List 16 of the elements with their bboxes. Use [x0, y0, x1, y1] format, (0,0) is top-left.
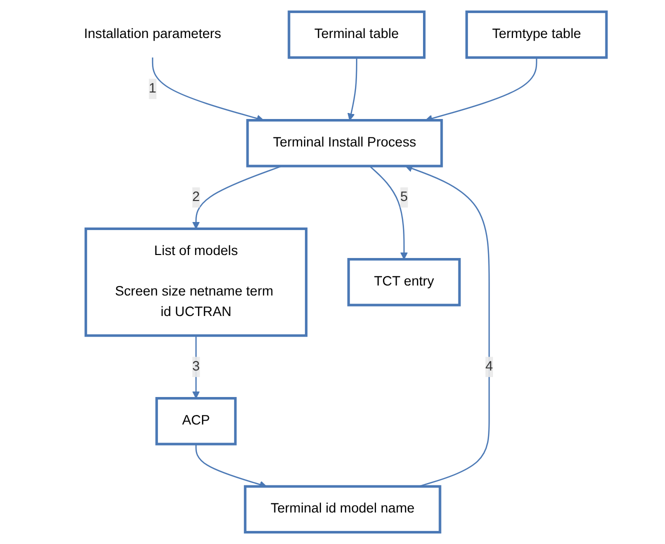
edge-label: 5: [400, 190, 408, 204]
edge-label: 1: [148, 81, 156, 96]
node-box: TCT entry: [347, 258, 461, 306]
edge-label: 2: [192, 190, 200, 204]
arrow: [192, 336, 200, 399]
arrow: [369, 166, 408, 260]
node-box: ACP: [155, 397, 237, 446]
node-box: List of models Screen size netname term id UCTRAN: [84, 228, 308, 337]
arrow: [347, 58, 358, 121]
edge-label: 4: [485, 359, 493, 374]
node-box: Termtype table: [465, 10, 608, 59]
node-box: Terminal id model name: [244, 485, 442, 534]
node-box: Terminal table: [288, 10, 426, 59]
edge-label: 3: [192, 359, 200, 374]
node-box: Terminal Install Process: [246, 119, 443, 168]
node-text: Installation parameters: [84, 27, 222, 42]
